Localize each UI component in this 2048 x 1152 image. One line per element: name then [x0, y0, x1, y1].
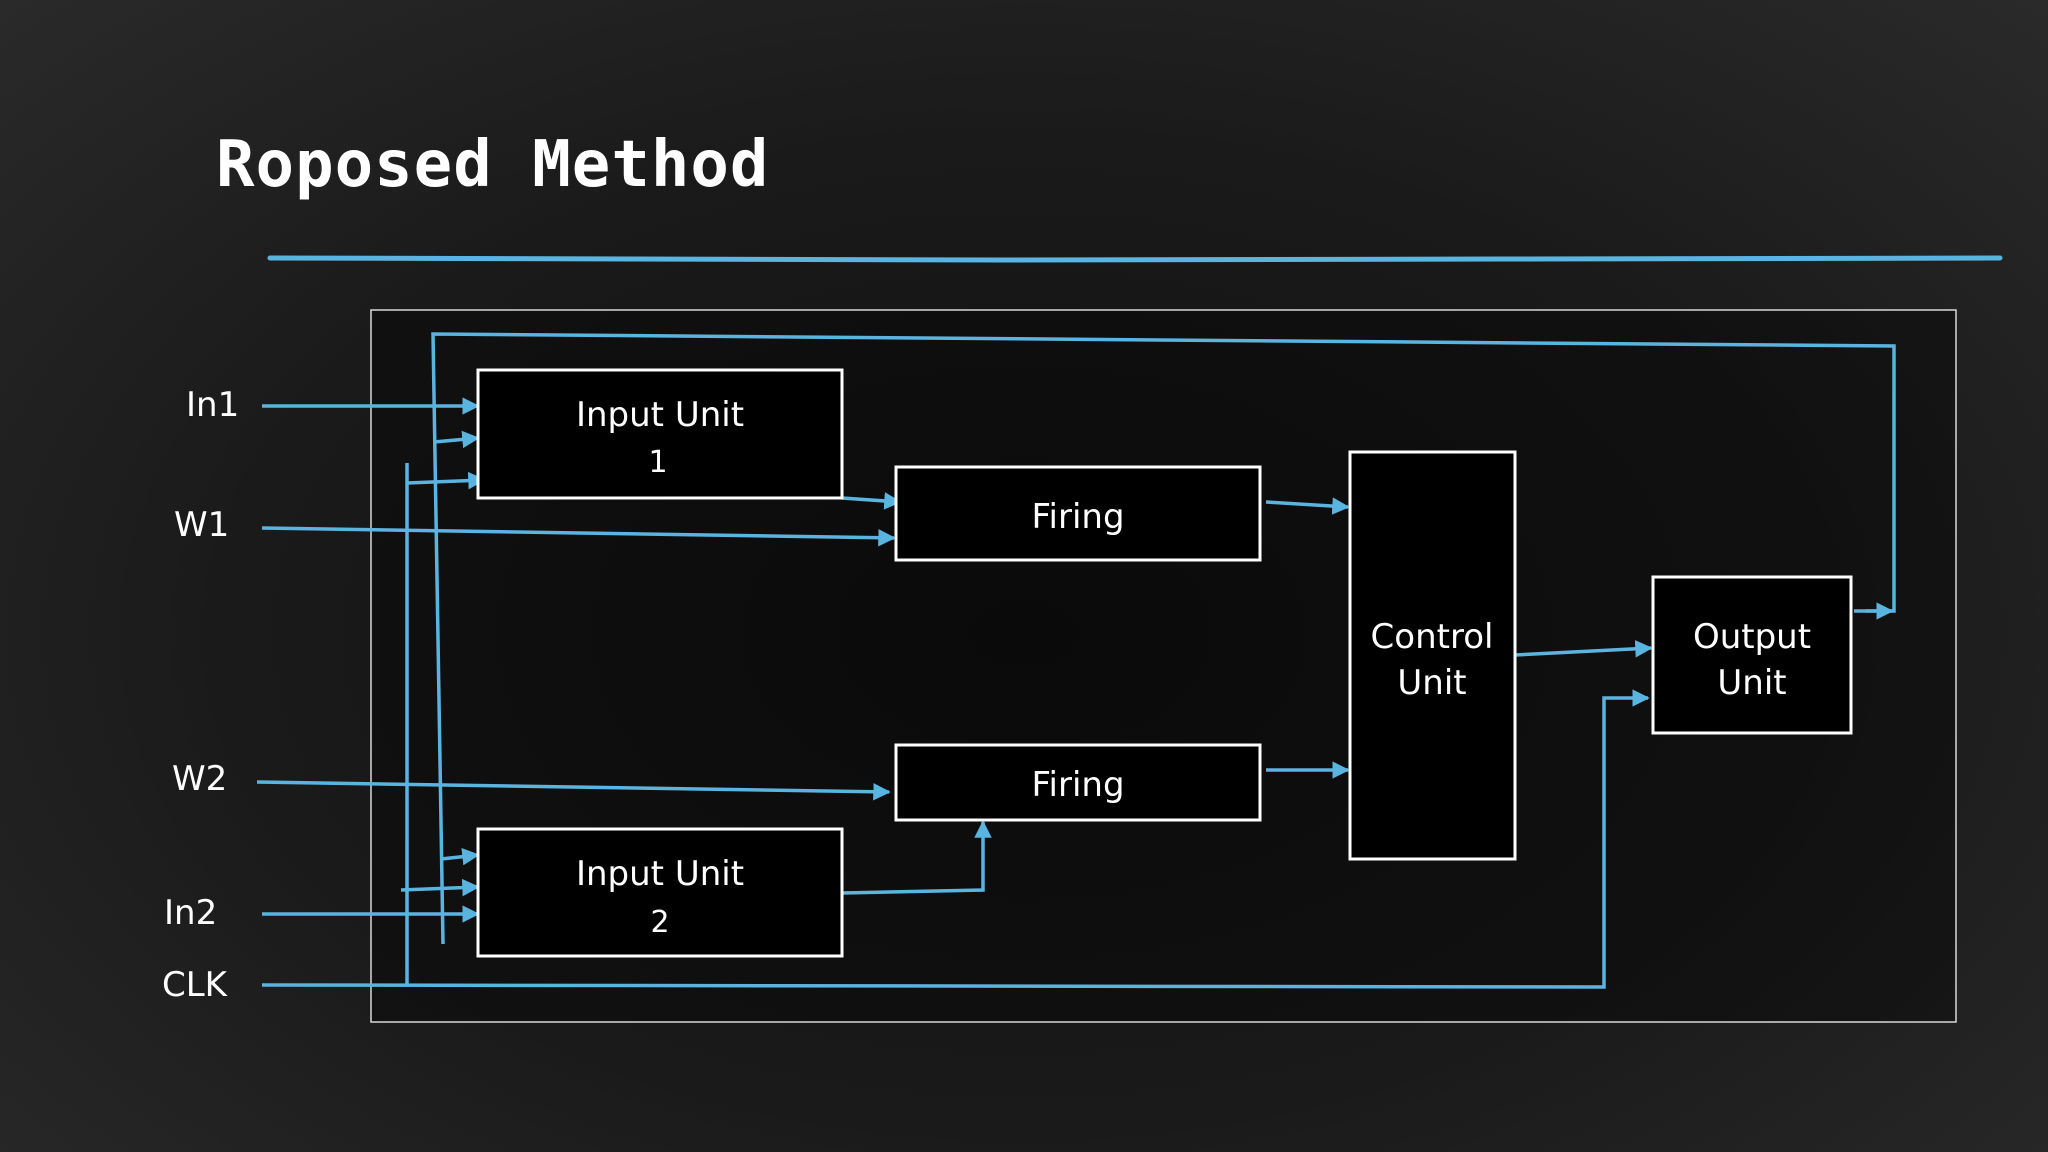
output-unit-line2: Unit [1717, 663, 1786, 703]
signal-in1-label: In1 [186, 385, 239, 425]
title-underline [267, 255, 2003, 263]
firing-2-label: Firing [1031, 765, 1124, 805]
signal-w1-label: W1 [174, 505, 229, 545]
block-control-unit: Control Unit [1348, 450, 1517, 861]
wire-iu1-firing1 [841, 492, 902, 510]
wire-iu2-firing2 [841, 820, 992, 895]
control-unit-line1: Control [1371, 617, 1494, 657]
block-input-unit-2: Input Unit 2 [476, 827, 844, 958]
wires [256, 332, 1896, 989]
wire-firing1-control [1265, 497, 1350, 515]
wire-fb-to-iu2 [440, 847, 480, 866]
wire-clk-to-iu1 [406, 471, 486, 490]
output-unit-line1: Output [1693, 617, 1811, 657]
signal-labels: In1 W1 W2 In2 CLK [162, 385, 239, 1005]
firing-1-label: Firing [1031, 497, 1124, 537]
input-unit-1-title: Input Unit [576, 395, 744, 435]
block-firing-1: Firing [894, 465, 1262, 562]
signal-clk-label: CLK [162, 965, 229, 1005]
input-unit-1-number: 1 [648, 445, 667, 480]
input-unit-2-title: Input Unit [576, 854, 744, 894]
wire-fb-to-iu1 [433, 430, 480, 449]
block-firing-2: Firing [894, 743, 1262, 822]
wire-control-output [1514, 640, 1653, 658]
wire-clk-to-iu2 [400, 878, 480, 897]
wire-w2 [256, 780, 891, 801]
wire-w1 [261, 526, 896, 547]
control-unit-line2: Unit [1397, 663, 1466, 703]
block-input-unit-1: Input Unit 1 [476, 368, 844, 500]
input-unit-2-number: 2 [650, 905, 669, 940]
signal-w2-label: W2 [172, 759, 227, 799]
block-output-unit: Output Unit [1651, 575, 1853, 735]
signal-in2-label: In2 [164, 893, 217, 933]
wire-clk [261, 689, 1650, 989]
slide-title: Roposed Method [216, 128, 770, 202]
